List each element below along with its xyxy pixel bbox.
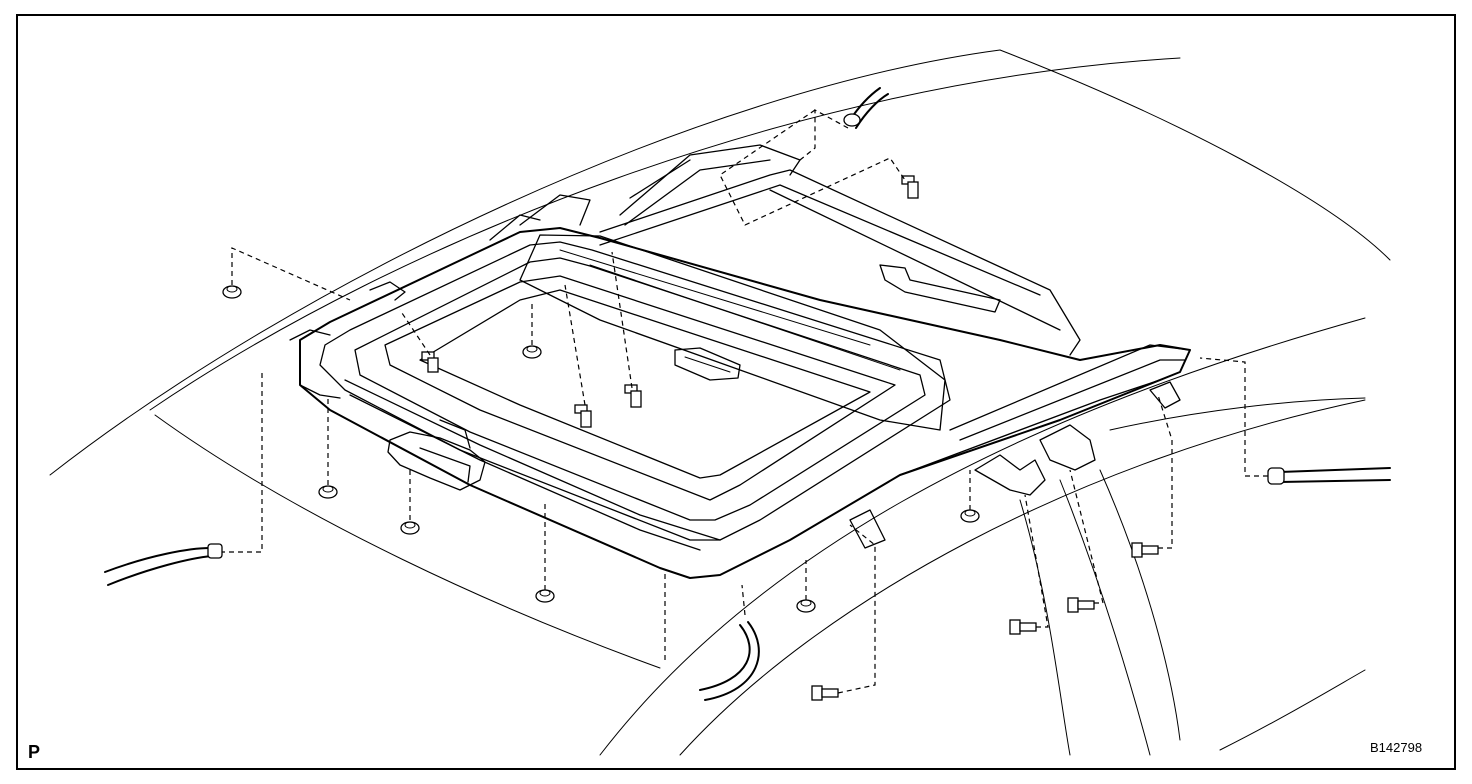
- roof-outline: [49, 49, 1391, 756]
- bolt-4: [901, 175, 919, 199]
- sunroof-housing: [289, 144, 1191, 579]
- nut-3: [318, 485, 338, 499]
- bolt-3: [624, 384, 642, 408]
- bolt-8: [811, 685, 839, 701]
- nut-1: [222, 285, 242, 299]
- bolts: [421, 175, 1159, 701]
- bolt-7: [1009, 619, 1037, 635]
- nut-7: [960, 509, 980, 523]
- bolt-6: [1067, 597, 1095, 613]
- nuts: [222, 285, 980, 613]
- bolt-5: [1131, 542, 1159, 558]
- bolt-2: [574, 404, 592, 428]
- figure-code: B142798: [1370, 740, 1423, 755]
- leader-lines: [222, 108, 1268, 694]
- view-letter: P: [28, 742, 41, 762]
- nut-6: [796, 599, 816, 613]
- nut-2: [522, 345, 542, 359]
- nut-5: [535, 589, 555, 603]
- nut-4: [400, 521, 420, 535]
- drain-hoses: [104, 87, 1391, 701]
- illustration-frame: [16, 14, 1456, 770]
